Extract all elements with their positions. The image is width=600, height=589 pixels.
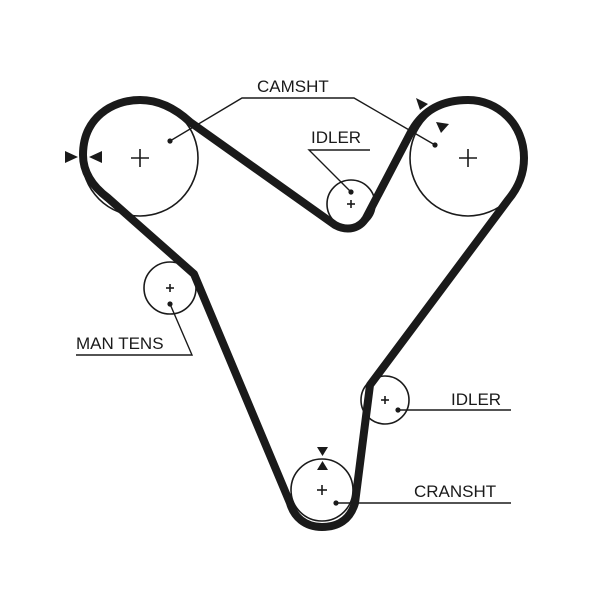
timing-mark-left-icon	[65, 151, 102, 163]
camshaft-label: CAMSHT	[257, 77, 329, 96]
crankshaft-leader-line	[333, 500, 511, 506]
right-camshaft-pulley	[409, 99, 527, 217]
timing-belt	[79, 96, 528, 531]
top-idler-pulley	[326, 179, 376, 229]
manual-tensioner-label: MAN TENS	[76, 334, 164, 353]
right-idler-leader-line	[395, 407, 511, 413]
right-idler-label: IDLER	[451, 390, 501, 409]
crankshaft-label: CRANSHT	[414, 482, 496, 501]
camshaft-leader-lines	[167, 97, 438, 148]
top-idler-label: IDLER	[311, 128, 361, 147]
timing-mark-crank-icon	[317, 447, 328, 470]
top-idler-leader-line	[307, 149, 370, 195]
manual-tensioner-pulley	[143, 261, 197, 315]
manual-tensioner-leader-line	[76, 301, 194, 356]
crankshaft-pulley	[290, 458, 354, 522]
right-idler-pulley	[360, 375, 410, 425]
left-camshaft-pulley	[81, 99, 199, 217]
timing-mark-right-icon	[416, 98, 449, 133]
